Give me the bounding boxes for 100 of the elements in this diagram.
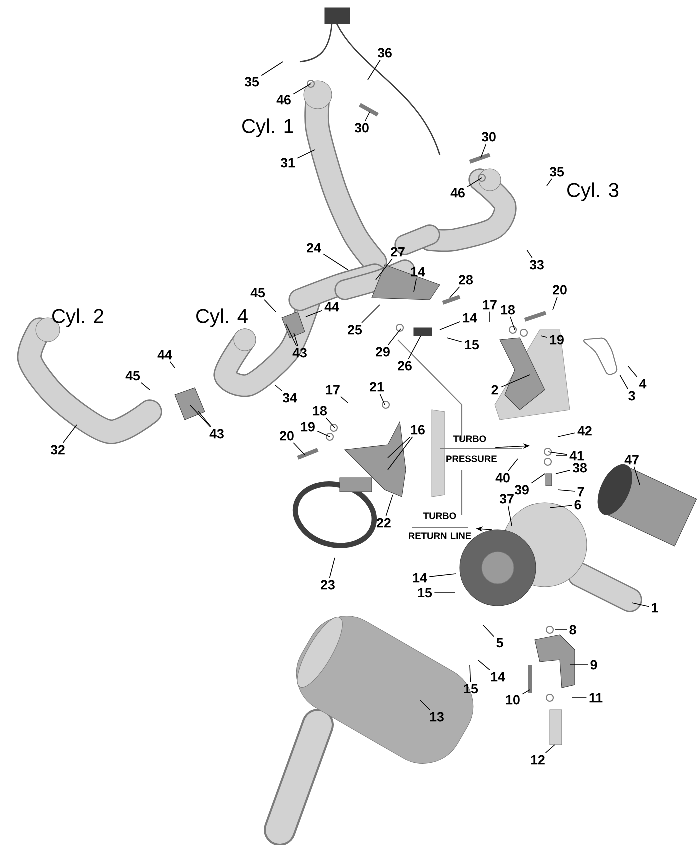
leader-line	[306, 310, 323, 318]
leader-line	[552, 296, 558, 310]
leader-line	[429, 574, 456, 578]
leader-line	[550, 505, 572, 508]
leader-line	[261, 62, 284, 76]
hose-label: TURBO RETURN LINE	[409, 512, 472, 540]
leader-line	[420, 700, 430, 710]
leader-line	[198, 410, 212, 428]
callout-number: 43	[292, 348, 307, 358]
callout-number: 19	[301, 422, 315, 432]
leader-line	[478, 660, 490, 671]
callout-number: 22	[377, 518, 391, 528]
leader-line	[434, 592, 456, 594]
leader-line	[293, 84, 312, 95]
callout-number: 14	[413, 573, 428, 583]
callout-number: 37	[500, 494, 514, 504]
leader-line	[540, 336, 548, 338]
callout-number: 45	[250, 288, 266, 298]
leader-line	[548, 452, 568, 456]
callout-number: 5	[496, 638, 504, 648]
callout-number: 23	[321, 580, 335, 590]
callout-number: 30	[482, 132, 496, 142]
leader-line	[274, 384, 282, 392]
leader-line	[386, 494, 394, 516]
callout-number: 6	[574, 500, 582, 510]
callout-number: 30	[354, 123, 369, 133]
leader-line	[388, 436, 411, 458]
cylinder-label: Cyl. 4	[196, 308, 248, 328]
callout-number: 20	[280, 431, 294, 441]
callout-number: 14	[491, 672, 506, 682]
leader-line	[480, 144, 487, 158]
leader-line	[634, 466, 640, 486]
callout-number: 2	[492, 385, 498, 395]
callout-number: 35	[244, 77, 260, 87]
callout-number: 10	[506, 695, 520, 705]
leader-line	[362, 304, 380, 324]
callout-number: 26	[398, 361, 412, 371]
callout-number: 19	[550, 335, 564, 345]
leader-line	[482, 624, 494, 638]
callout-number: 20	[553, 285, 567, 295]
callout-number: 45	[126, 371, 140, 381]
callout-number: 27	[391, 247, 405, 257]
leader-line	[388, 436, 414, 470]
callout-number: 15	[465, 340, 480, 350]
callout-number: 14	[411, 267, 426, 277]
leader-line	[141, 382, 150, 390]
callout-number: 39	[514, 485, 529, 495]
leader-line	[531, 474, 546, 484]
leader-line	[556, 470, 571, 474]
leader-line	[450, 286, 460, 298]
callout-number: 17	[326, 385, 340, 395]
leader-line	[365, 112, 370, 122]
leader-line	[329, 558, 336, 578]
leader-line	[628, 366, 638, 378]
leader-line	[286, 324, 298, 346]
cylinder-label: Cyl. 1	[242, 118, 294, 138]
leader-line	[190, 404, 211, 428]
leader-line	[440, 321, 461, 330]
callout-number: 3	[628, 391, 636, 401]
callout-number: 31	[280, 158, 296, 168]
callout-number: 34	[282, 393, 298, 403]
cylinder-label: Cyl. 3	[568, 182, 619, 202]
leader-line	[414, 278, 418, 292]
leader-line	[388, 328, 402, 346]
callout-number: 18	[313, 406, 327, 416]
callout-number: 24	[307, 243, 322, 253]
leader-line	[376, 258, 393, 280]
callout-number: 38	[572, 463, 587, 473]
callout-number: 44	[158, 350, 172, 360]
callout-number: 4	[640, 379, 647, 389]
leader-line	[522, 690, 530, 695]
leader-line	[170, 361, 176, 368]
callout-number: 28	[459, 275, 473, 285]
callout-number: 33	[530, 260, 544, 270]
leader-line	[264, 300, 276, 312]
callout-number: 17	[483, 300, 497, 310]
callout-number: 42	[578, 426, 592, 436]
callout-number: 21	[370, 382, 384, 392]
leader-line	[368, 60, 381, 80]
leader-line	[545, 744, 556, 754]
leader-line	[467, 178, 482, 188]
leader-line	[446, 338, 463, 343]
callout-number: 29	[376, 347, 390, 357]
leader-line	[558, 432, 576, 438]
leader-line	[526, 250, 533, 258]
leader-line	[558, 490, 576, 492]
callout-number: 8	[570, 625, 576, 635]
leader-line	[508, 506, 512, 526]
callout-number: 41	[570, 451, 584, 461]
callout-number: 12	[531, 755, 545, 765]
leader-line	[317, 431, 330, 438]
leader-line	[508, 458, 518, 472]
leader-line	[620, 374, 628, 390]
callout-number: 16	[411, 425, 425, 435]
callout-number: 25	[348, 325, 362, 335]
callout-number: 43	[210, 429, 224, 439]
leader-line	[570, 664, 588, 666]
leader-line	[380, 394, 386, 406]
leader-line	[632, 602, 650, 608]
callout-number: 15	[464, 684, 478, 694]
